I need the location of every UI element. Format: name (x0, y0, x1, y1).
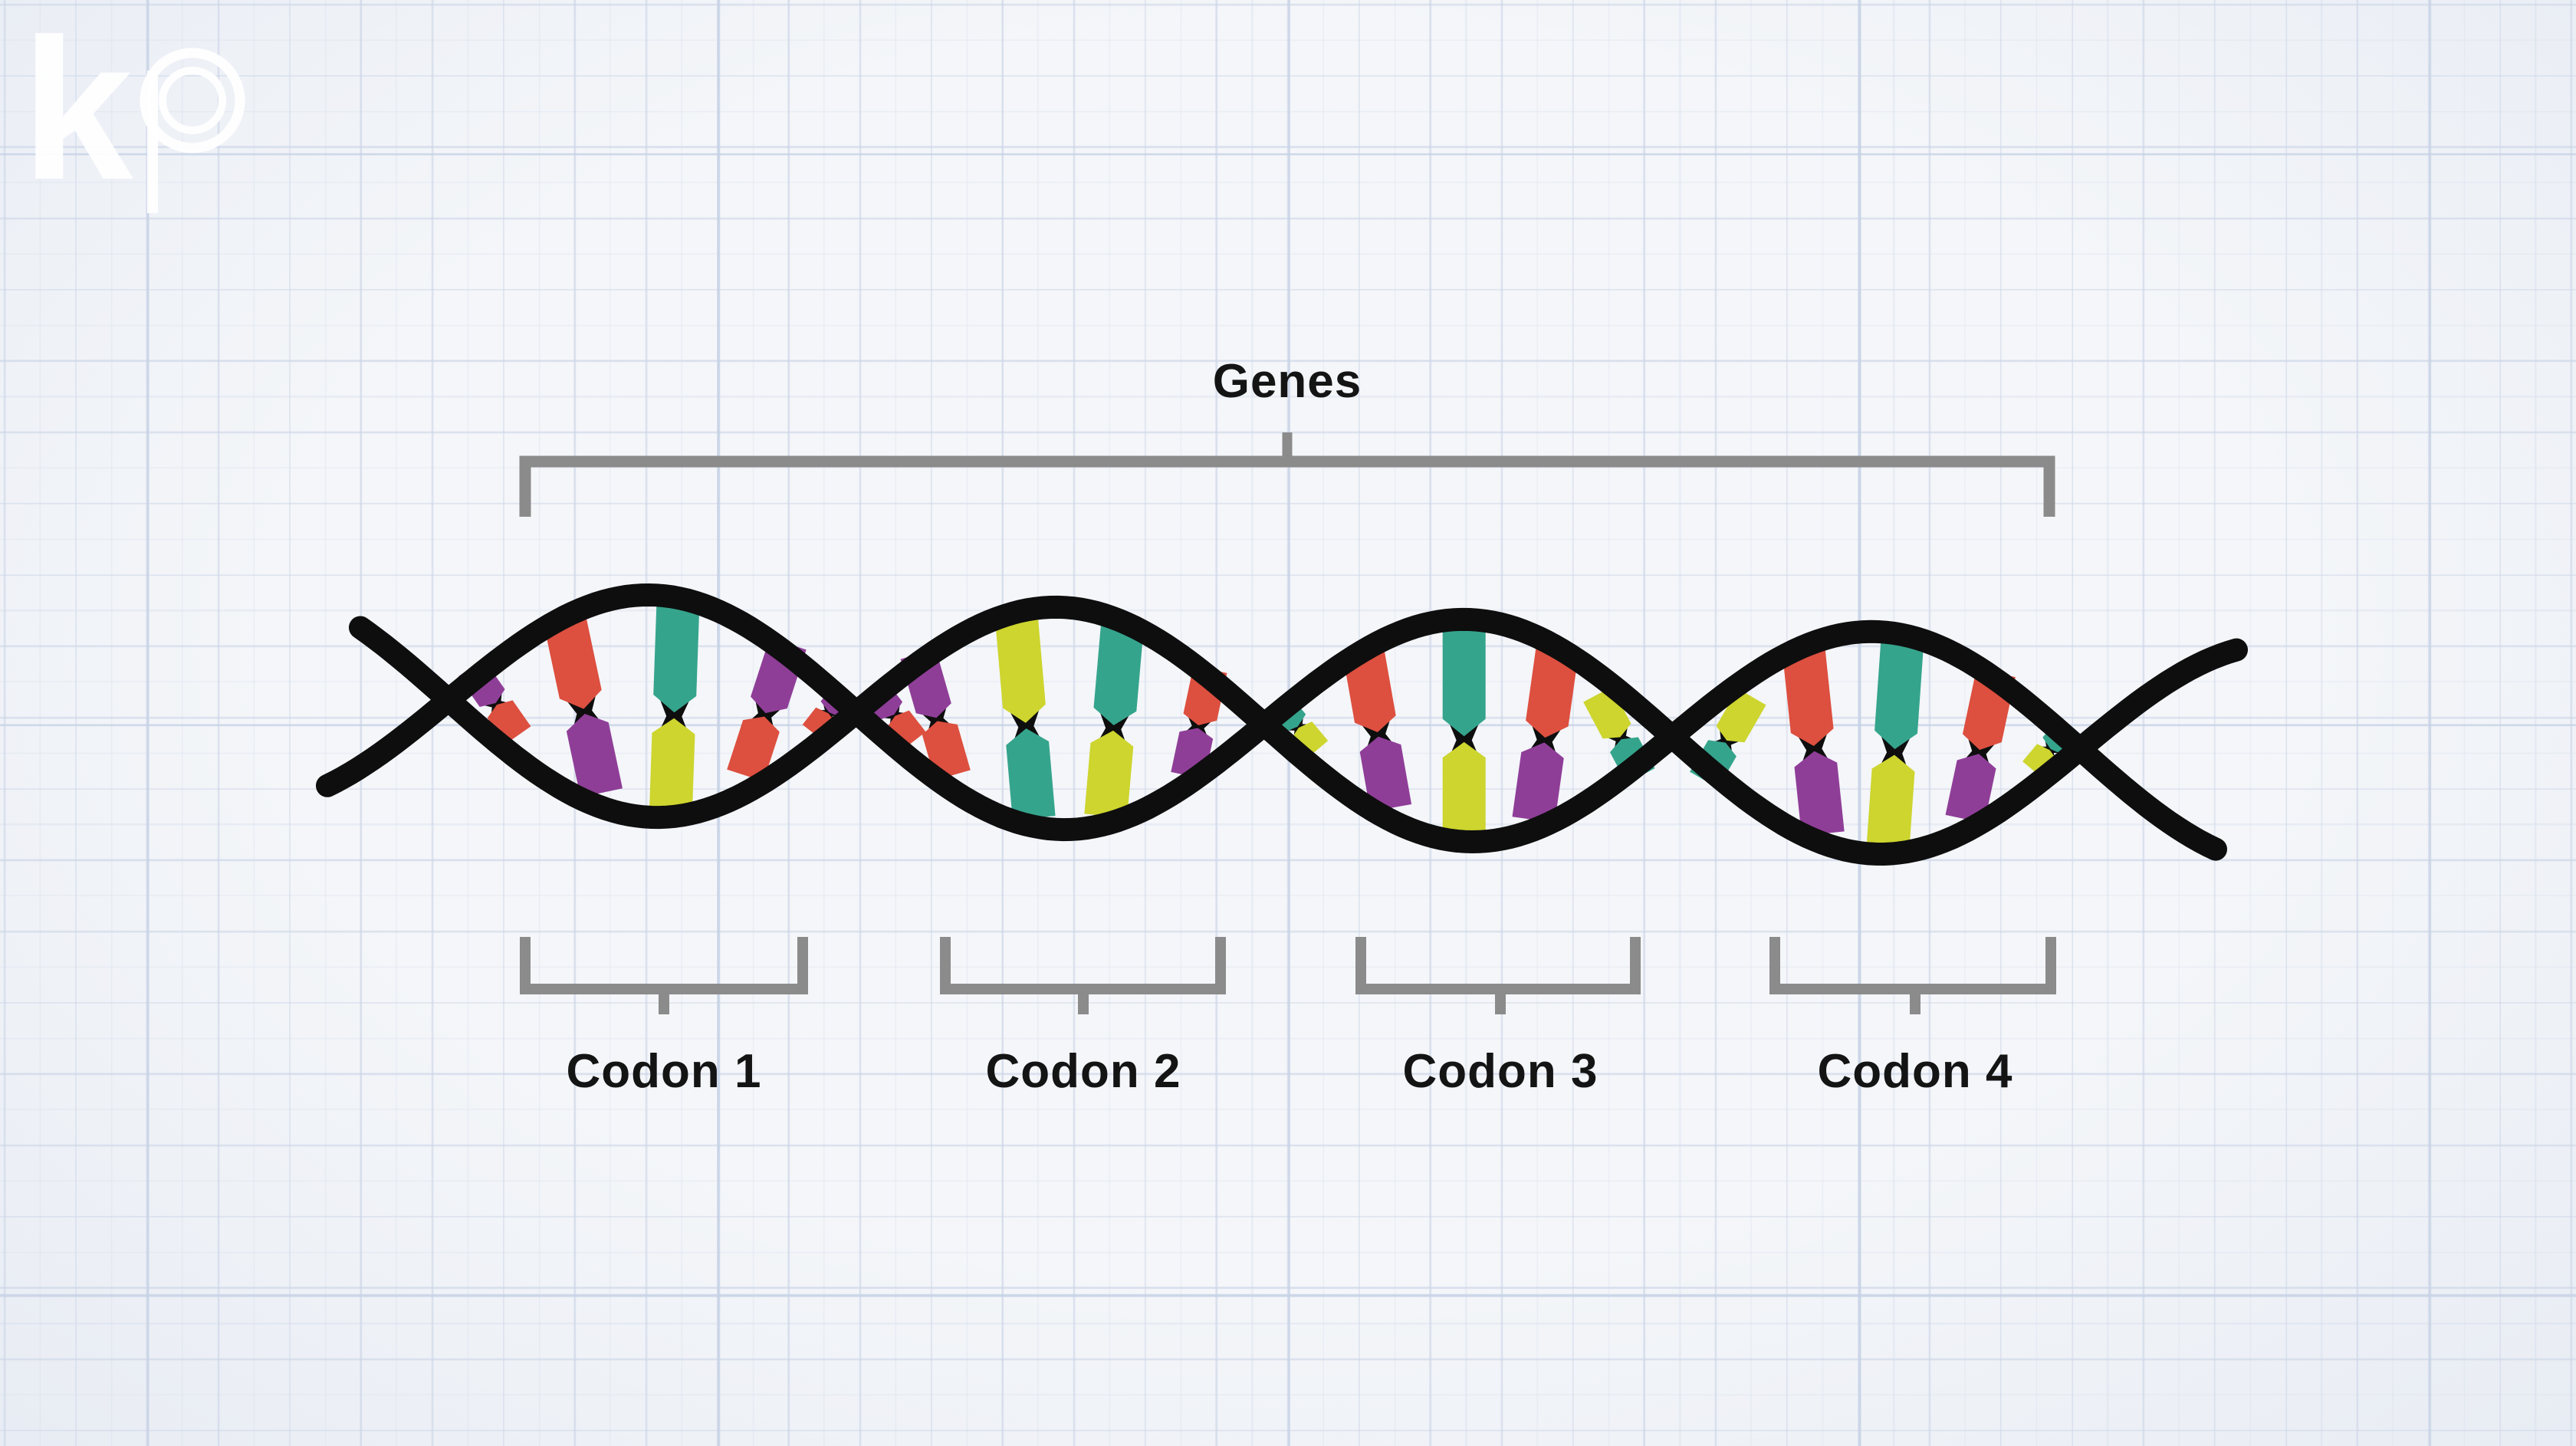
base-pair-teal-yellow (649, 603, 700, 810)
dna-strand-b (349, 595, 2227, 861)
genes-bracket (519, 455, 2055, 517)
base-pair-red-purple (1512, 643, 1579, 823)
dna-strand-a (316, 583, 2248, 866)
base-pair-yellow-teal (994, 615, 1056, 820)
codon-bracket-4 (1769, 937, 2056, 994)
codon-3-label: Codon 3 (1402, 1045, 1598, 1098)
base-pair-red-purple (543, 610, 623, 797)
base-pair-red-purple (1945, 669, 2016, 823)
codon-4-label: Codon 4 (1817, 1045, 2013, 1098)
base-pair-teal-yellow (1442, 626, 1486, 835)
codon-1-label: Codon 1 (566, 1045, 762, 1098)
base-pair-red-purple (1342, 644, 1412, 812)
kp-logo-icon: k (21, 0, 245, 222)
base-pair-teal-yellow (1866, 639, 1924, 848)
genes-label: Genes (1212, 355, 1362, 408)
codon-bracket-1 (520, 937, 808, 994)
codon-bracket-3 (1355, 937, 1641, 994)
logo-letter-k: k (21, 0, 134, 222)
codon-bracket-2 (940, 937, 1226, 994)
logo-letter-p (140, 48, 245, 213)
codon-2-label: Codon 2 (985, 1045, 1181, 1098)
base-pair-teal-yellow (1084, 622, 1145, 818)
base-pair-red-purple (1782, 646, 1845, 836)
